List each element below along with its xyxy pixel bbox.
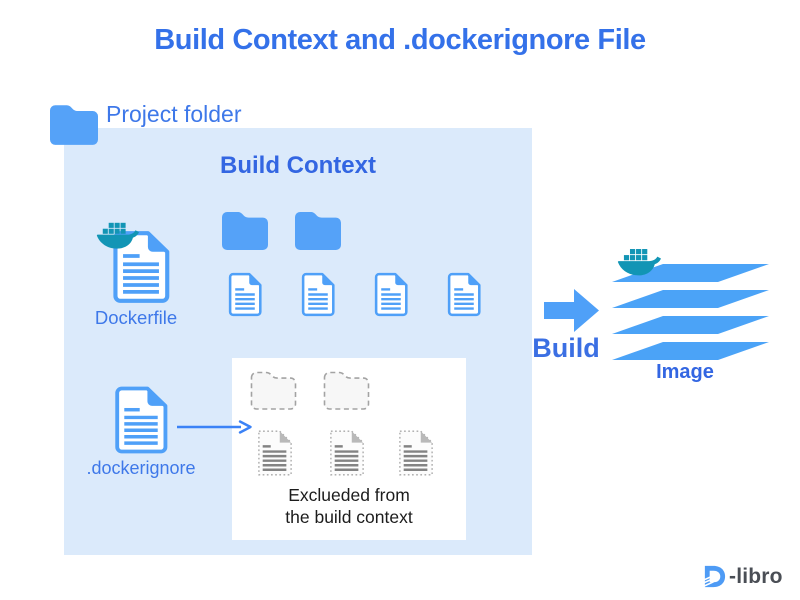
dockerfile-label: Dockerfile xyxy=(94,307,178,328)
dashed-folder-icon xyxy=(250,369,297,411)
project-folder-icon xyxy=(50,103,98,145)
dockerignore-label: .dockerignore xyxy=(86,458,196,478)
arrow-right-icon xyxy=(177,420,252,434)
project-folder-label: Project folder xyxy=(106,101,242,127)
dashed-folder-icon xyxy=(323,369,370,411)
document-icon xyxy=(374,271,408,318)
excluded-caption: Exclueded from the build context xyxy=(232,485,466,528)
build-context-heading: Build Context xyxy=(220,152,376,179)
document-icon xyxy=(301,271,335,318)
dlibro-logo-text: -libro xyxy=(729,564,783,588)
dockerignore-document-icon xyxy=(114,386,168,454)
build-label: Build xyxy=(532,333,600,363)
page-title: Build Context and .dockerignore File xyxy=(154,24,646,56)
image-label: Image xyxy=(656,361,714,383)
dlibro-logo-icon xyxy=(702,565,726,588)
folder-icon xyxy=(295,210,341,250)
document-icon xyxy=(447,271,481,318)
build-arrow-right-icon xyxy=(544,289,599,332)
dlibro-logo: -libro xyxy=(702,564,783,589)
docker-whale-icon xyxy=(617,247,662,277)
dashed-document-icon xyxy=(257,429,293,477)
dashed-document-icon xyxy=(329,429,365,477)
folder-icon xyxy=(222,210,268,250)
document-icon xyxy=(228,271,262,318)
excluded-caption-line1: Exclueded from xyxy=(288,485,410,505)
excluded-caption-line2: the build context xyxy=(285,506,413,527)
dashed-document-icon xyxy=(398,429,434,477)
docker-whale-icon xyxy=(96,221,140,250)
layers-icon xyxy=(612,264,769,360)
